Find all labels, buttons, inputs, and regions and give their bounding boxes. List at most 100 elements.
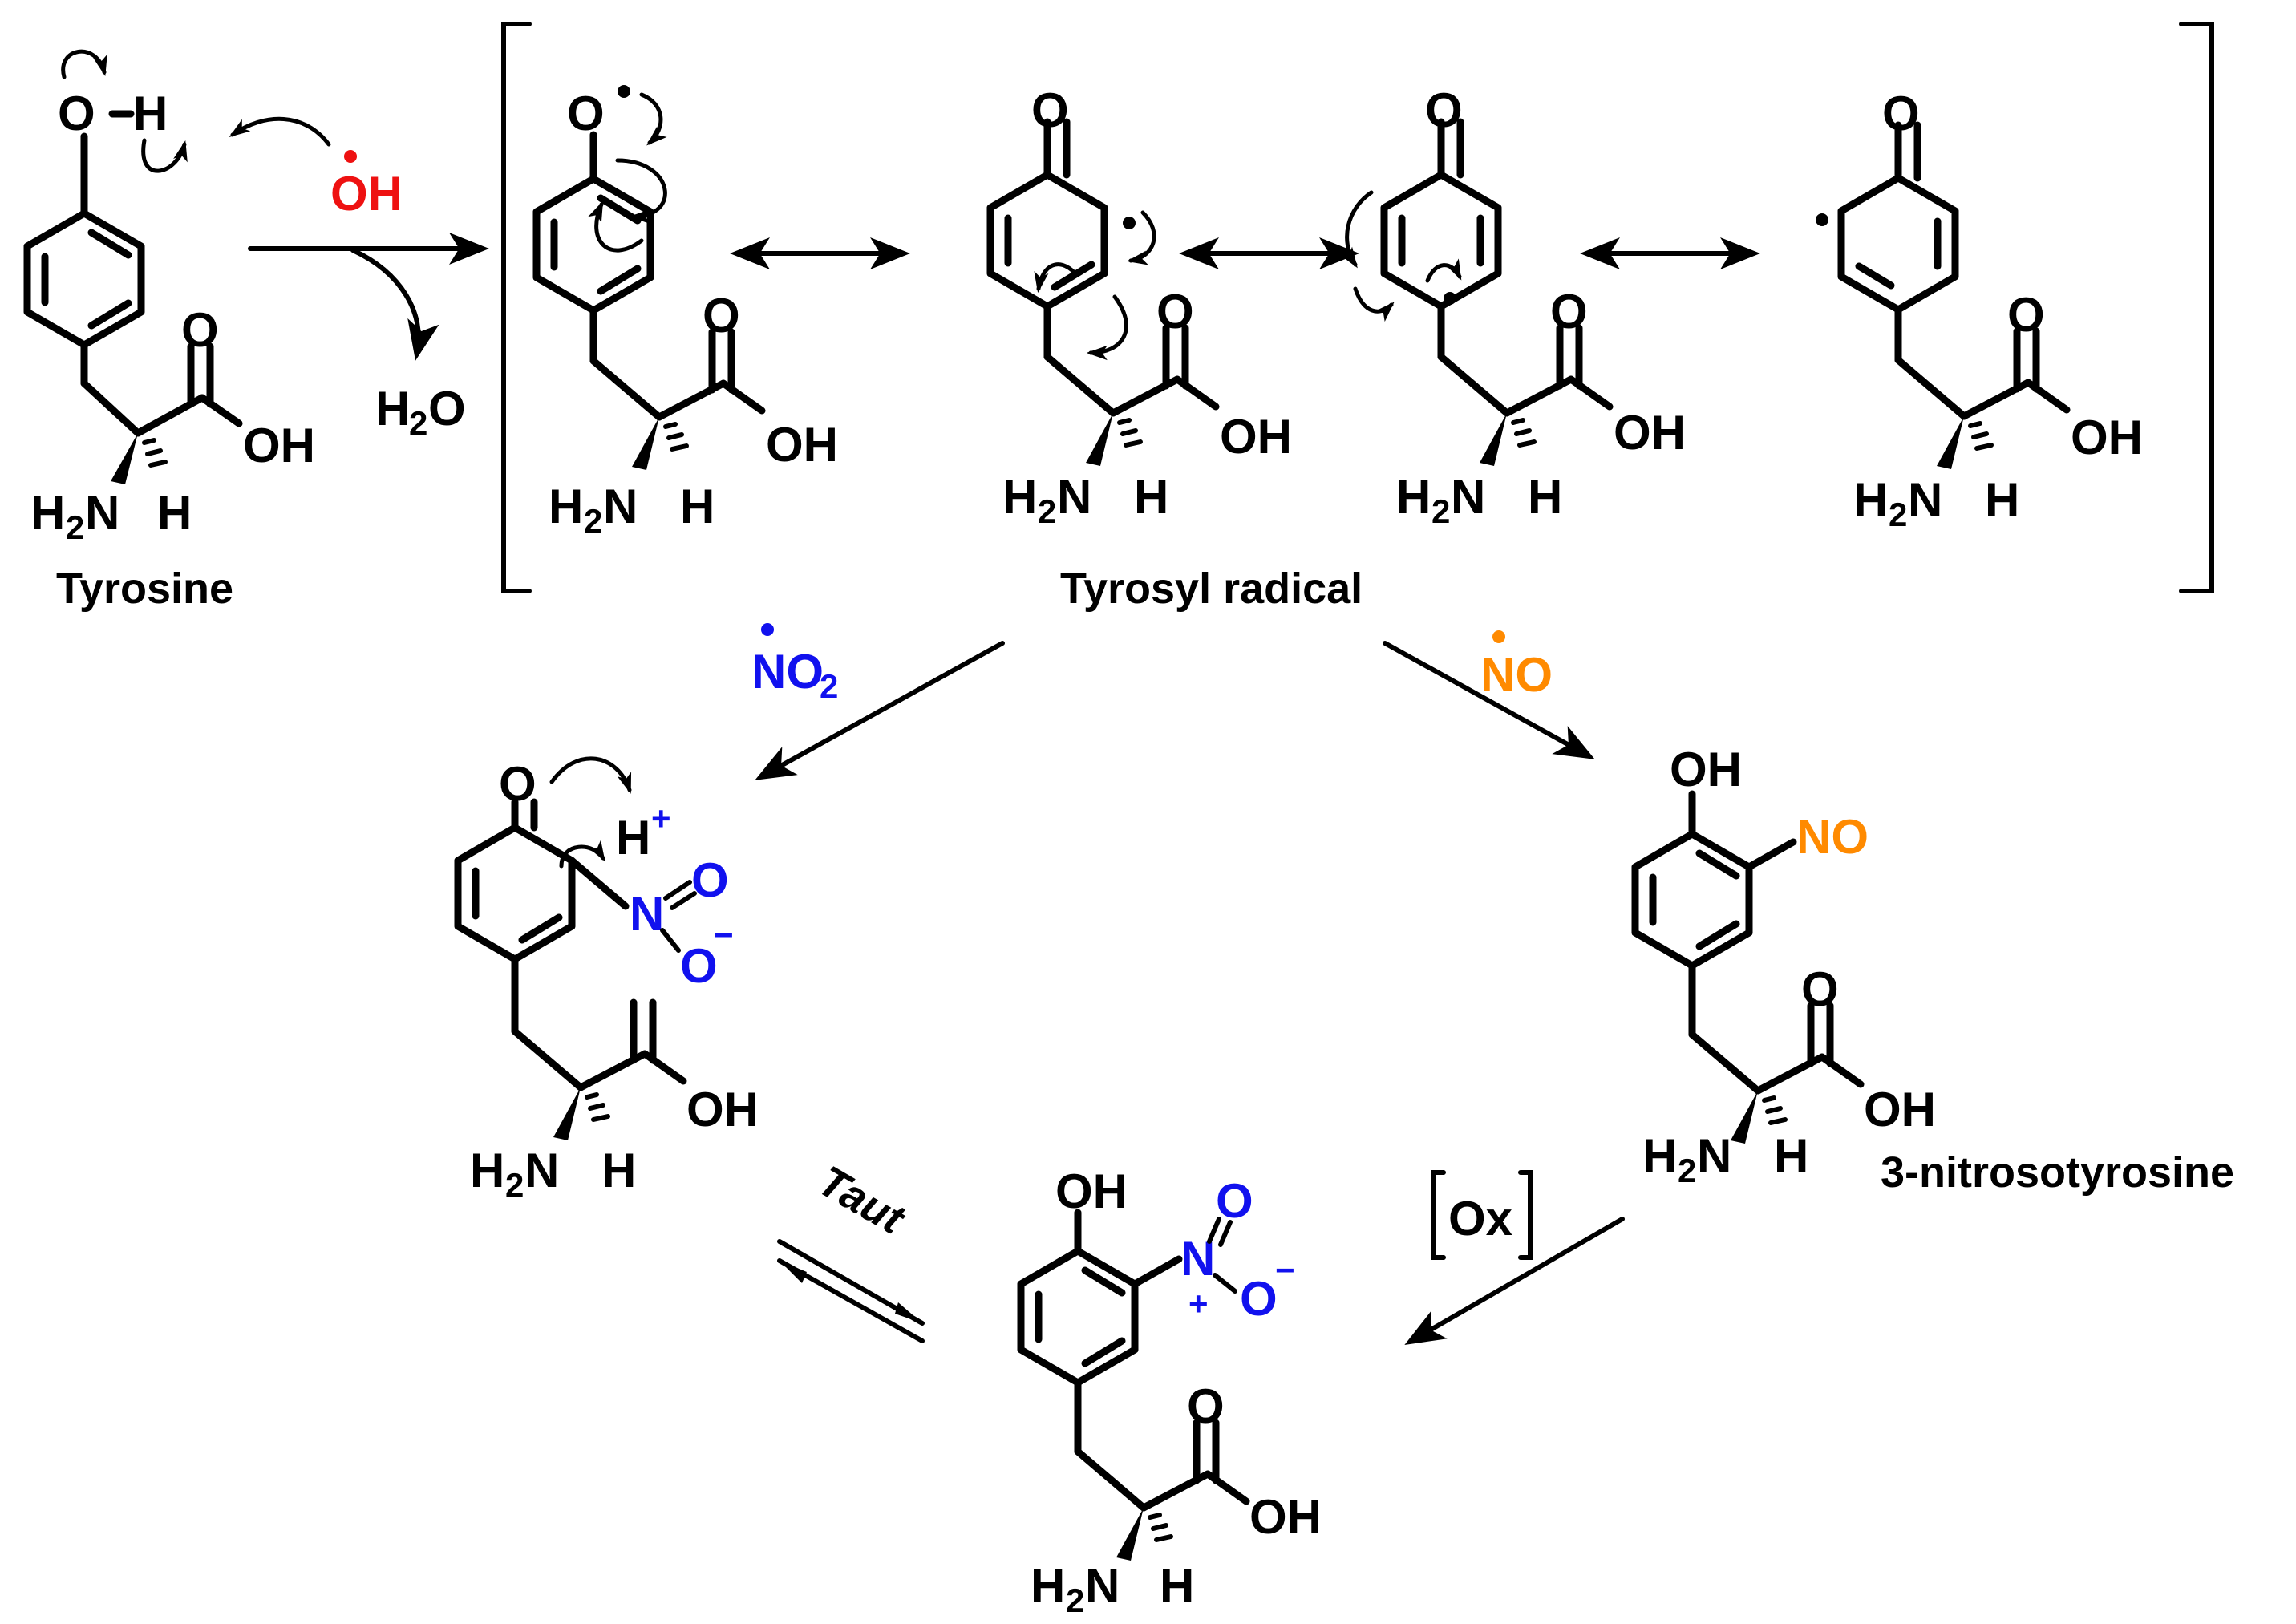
ox-label: Ox [1448,1192,1512,1245]
radical-dot [1492,630,1505,643]
no2-reagent-sub: 2 [820,667,838,705]
nitro-bond [660,928,681,953]
nitro-bond [1207,1217,1221,1244]
tyrosine-h-atom: H [133,87,168,140]
ortho-amine-n: N [1057,470,1091,524]
radical-dot [344,150,357,163]
adduct-amine-sub: 2 [505,1166,524,1204]
tyrosine-alpha-h: H [157,486,192,540]
tyrosine-label: Tyrosine [56,565,233,613]
taut-label: Taut [810,1156,913,1244]
phenoxyl-amine-n: N [603,480,638,533]
curly-arrow [1353,286,1395,322]
right-bracket [2179,22,2214,593]
nitrosotyrosine-label: 3-nitrosotyrosine [1881,1148,2234,1197]
byproduct-arrow [350,248,439,361]
curly-arrow [1339,190,1374,269]
adduct-oh: OH [686,1083,759,1136]
tyrosyl-resonance-para [1380,118,1614,466]
para-alpha-h: H [1528,470,1562,524]
radical-dot [1123,217,1136,229]
water-o: O [428,382,466,435]
hydroxyl-radical-label: OH [330,167,403,221]
nitro-oh-top: OH [1055,1164,1128,1218]
nitro-bond [1213,1273,1237,1294]
tyrosyl-resonance-ortho [986,118,1220,466]
nitro-oh: OH [1249,1490,1322,1544]
nitro-bond [670,891,697,910]
nitro-plus: + [1188,1285,1209,1322]
phenoxyl-carbonyl-o: O [703,289,740,342]
nitroso-alpha-h: H [1774,1129,1808,1183]
nitro-bond [663,880,692,901]
tyrosyl-resonance-benzylic [1837,121,2071,469]
nitro-carbonyl-o: O [1187,1379,1225,1433]
nitroso-carbonyl-o: O [1801,962,1839,1016]
nitro-amine-sub: 2 [1066,1581,1084,1619]
tyrosine-amine-n: N [85,486,119,540]
tyrosine-amine-sub: 2 [66,508,84,546]
nitro-alpha-h: H [1160,1559,1194,1613]
curly-arrow [61,49,107,79]
para-o: O [1425,83,1463,137]
adduct-h-atom: H [616,811,650,865]
curly-arrow [1425,258,1462,283]
radical-dot [761,623,774,636]
phenoxyl-oh: OH [766,418,838,472]
curly-arrow [1034,262,1077,294]
phenoxyl-o: O [567,87,605,140]
curly-arrow [549,756,632,794]
para-carbonyl-o: O [1550,285,1588,338]
curly-arrow [639,92,667,146]
benzylic-amine-n: N [1908,473,1942,527]
ortho-oh: OH [1220,410,1292,464]
nitroso-amine-n: N [1697,1129,1731,1183]
water-sub: 2 [409,404,427,442]
tyrosine-structure [23,110,243,484]
curly-arrow [1086,294,1128,361]
adduct-alpha-h: H [601,1144,636,1197]
equilibrium-head [780,1261,807,1283]
phenoxyl-alpha-h: H [680,480,715,533]
nitro-amine-h: H [1031,1559,1065,1613]
radical-dot [1444,292,1456,305]
benzylic-o: O [1882,87,1920,140]
benzylic-carbonyl-o: O [2007,288,2045,342]
nitroso-amine-sub: 2 [1678,1152,1696,1189]
para-oh: OH [1614,406,1686,460]
phenoxyl-amine-h: H [549,480,583,533]
nitro-minus: − [1275,1251,1295,1289]
phenoxyl-amine-sub: 2 [584,502,602,540]
curly-arrow [588,200,644,253]
nitrotyrosine-structure [1017,1209,1250,1561]
reaction-arrow-no2 [755,641,1005,780]
ortho-amine-sub: 2 [1038,492,1056,530]
nitro-adduct-structure [454,798,687,1140]
tyrosine-oh: OH [243,419,315,472]
para-amine-sub: 2 [1431,492,1450,530]
tyrosyl-radical-label: Tyrosyl radical [1060,565,1363,613]
nitroso-oh: OH [1864,1083,1936,1136]
curly-arrow [1126,210,1156,265]
nitro-bond [1218,1220,1233,1247]
tyrosine-carbonyl-o: O [181,303,219,357]
nitro-o1: O [1216,1174,1253,1228]
nitro-o2: O [1240,1272,1278,1326]
equilibrium-head [895,1302,922,1323]
para-amine-n: N [1451,470,1485,524]
adduct-nitro-n: N [630,887,664,941]
adduct-amine-n: N [524,1144,559,1197]
nitroso-amine-h: H [1642,1129,1677,1183]
adduct-carbonyl-o: O [499,757,537,811]
left-bracket [501,22,532,593]
tyrosine-amine-h: H [30,486,65,540]
ortho-alpha-h: H [1134,470,1168,524]
ortho-carbonyl-o: O [1156,285,1194,338]
radical-dot [1816,213,1828,226]
benzylic-amine-h: H [1853,473,1888,527]
adduct-h-plus: + [651,800,671,837]
benzylic-oh: OH [2071,411,2143,464]
nitroso-group: NO [1796,810,1869,864]
water-h: H [375,382,410,435]
